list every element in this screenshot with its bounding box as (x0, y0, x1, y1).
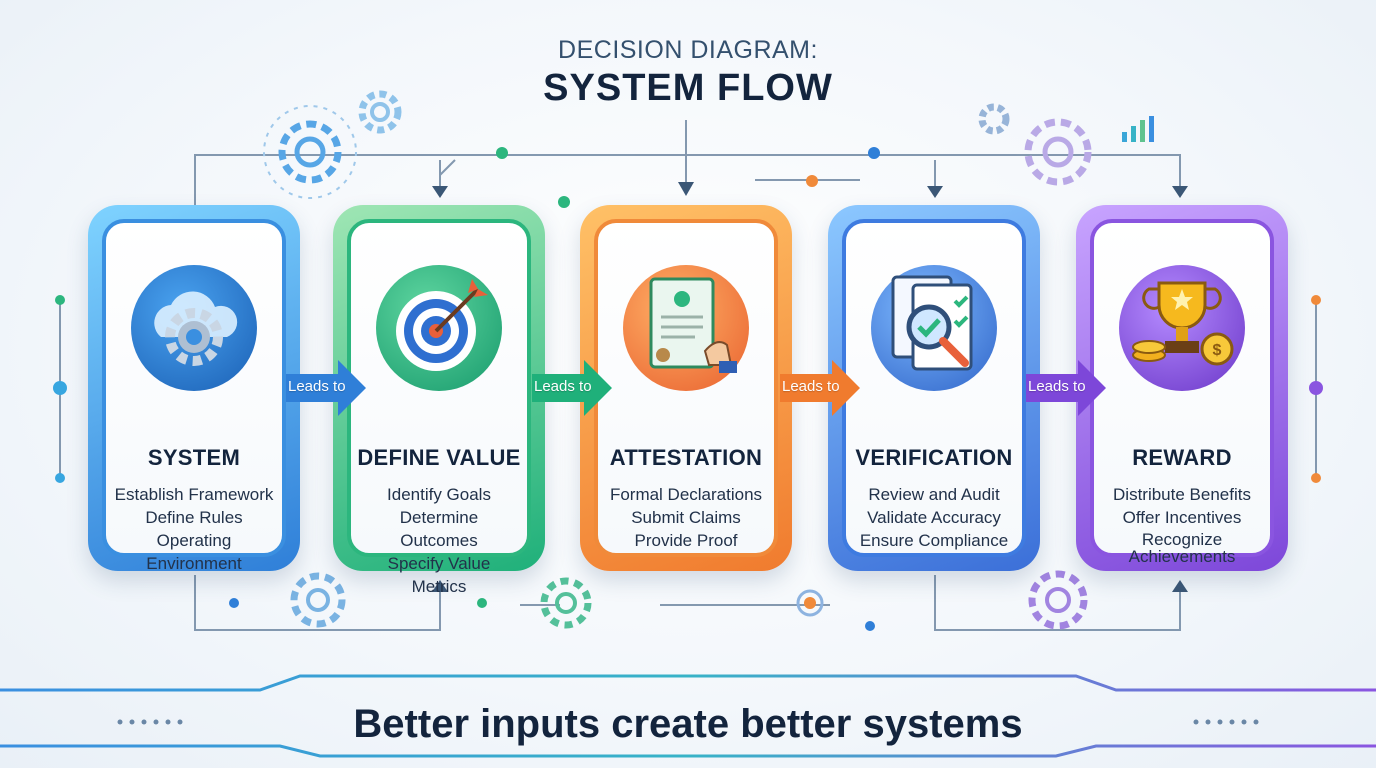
arrow-right-icon (286, 360, 366, 416)
step-heading: SYSTEM (147, 445, 241, 470)
title-block: DECISION DIAGRAM: SYSTEM FLOW (0, 36, 1376, 110)
cloud-gear-icon (131, 265, 257, 391)
step-description: Identify Goals Determine Outcomes Specif… (359, 483, 519, 598)
leads-to-arrow: Leads to (286, 360, 366, 416)
target-arrow-icon (376, 265, 502, 391)
svg-text:$: $ (1213, 342, 1222, 359)
step-line: Offer Incentives (1122, 508, 1242, 527)
card-inner: ATTESTATION Formal Declarations Submit C… (594, 219, 778, 557)
step-heading: REWARD (1132, 445, 1232, 470)
arrow-right-icon (532, 360, 612, 416)
footer-tagline: Better inputs create better systems (353, 702, 1023, 746)
card-inner: $ REWARD Distribute Benefits Offer Incen… (1090, 219, 1274, 565)
step-description: Formal Declarations Submit Claims Provid… (606, 483, 766, 552)
connector-label: Leads to (534, 378, 592, 395)
connector-label: Leads to (1028, 378, 1086, 395)
step-line: Specify Value Metrics (387, 554, 491, 596)
card-inner: DEFINE VALUE Identify Goals Determine Ou… (347, 219, 531, 596)
card-inner: VERIFICATION Review and Audit Validate A… (842, 219, 1026, 557)
step-card-system: SYSTEM Establish Framework Define Rules … (88, 205, 300, 573)
arrow-right-icon (780, 360, 860, 416)
diagram-title: SYSTEM FLOW (543, 67, 833, 109)
step-line: Review and Audit (868, 485, 1000, 504)
step-card-reward: $ REWARD Distribute Benefits Offer Incen… (1076, 205, 1288, 571)
step-heading: VERIFICATION (855, 445, 1013, 470)
card-inner: SYSTEM Establish Framework Define Rules … (102, 219, 286, 573)
step-line: Determine Outcomes (399, 508, 479, 550)
leads-to-arrow: Leads to (780, 360, 860, 416)
diagram-subtitle: DECISION DIAGRAM: (558, 36, 818, 64)
step-line: Identify Goals (387, 485, 491, 504)
step-heading: DEFINE VALUE (357, 445, 521, 470)
step-line: Operating Environment (146, 531, 242, 573)
step-line: Submit Claims (631, 508, 741, 527)
step-line: Ensure Compliance (859, 531, 1009, 550)
step-line: Formal Declarations (609, 485, 763, 504)
step-line: Provide Proof (634, 531, 738, 550)
magnifier-check-icon (871, 265, 997, 391)
leads-to-arrow: Leads to (1026, 360, 1106, 416)
step-line: Define Rules (145, 508, 243, 527)
step-line: Recognize (1141, 530, 1223, 549)
step-card-define-value: DEFINE VALUE Identify Goals Determine Ou… (333, 205, 545, 596)
step-line: Validate Accuracy (867, 508, 1001, 527)
step-card-verification: VERIFICATION Review and Audit Validate A… (828, 205, 1040, 571)
connector-label: Leads to (782, 378, 840, 395)
arrow-right-icon (1026, 360, 1106, 416)
step-line: Distribute Benefits (1113, 485, 1251, 504)
connector-label: Leads to (288, 378, 346, 395)
trophy-coins-icon: $ (1119, 265, 1245, 391)
step-line: Establish Framework (114, 485, 274, 504)
leads-to-arrow: Leads to (532, 360, 612, 416)
certificate-hand-icon (623, 265, 749, 391)
step-line: Achievements (1128, 547, 1236, 566)
step-heading: ATTESTATION (609, 445, 763, 470)
step-description: Review and Audit Validate Accuracy Ensur… (854, 483, 1014, 552)
step-description: Distribute Benefits Offer Incentives Rec… (1102, 483, 1262, 565)
step-description: Establish Framework Define Rules Operati… (114, 483, 274, 575)
